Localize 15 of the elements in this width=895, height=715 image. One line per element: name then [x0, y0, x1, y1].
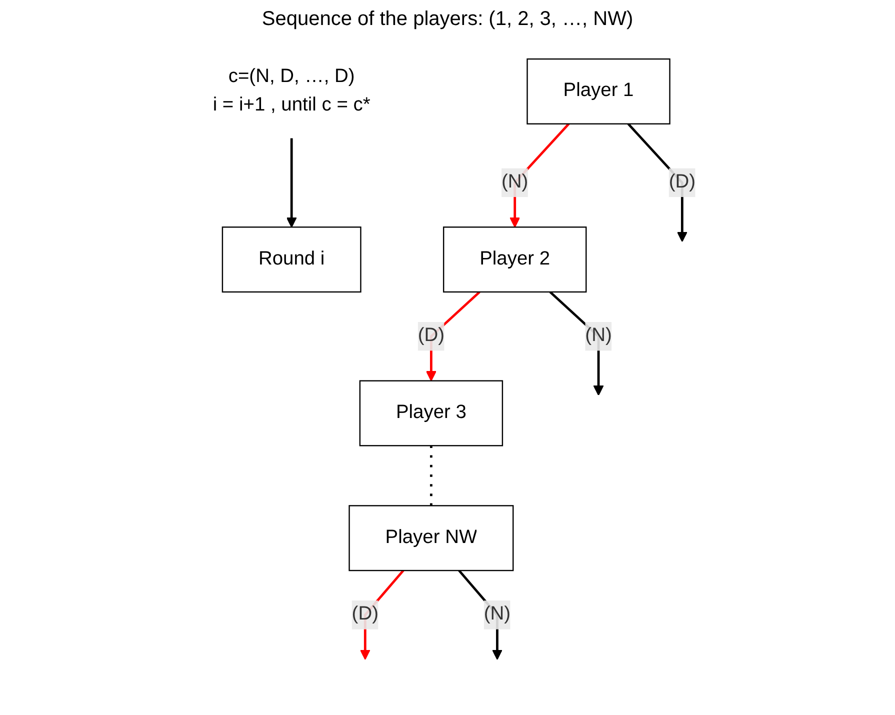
- node-text: c=(N, D, …, D) i = i+1 , until c = c*: [212, 66, 370, 116]
- edge-label: (D): [352, 604, 378, 625]
- arrow: [286, 138, 297, 228]
- node-box: Player NW: [348, 505, 514, 572]
- edge-label: (D): [418, 326, 445, 346]
- node-box: Round i: [222, 226, 362, 293]
- edge-label: (D): [668, 172, 696, 192]
- connector: [430, 446, 432, 506]
- node-box: Player 3: [359, 380, 504, 446]
- node-box: Player 1: [526, 58, 670, 124]
- edge-label: (N): [585, 326, 612, 346]
- edge-label: (N): [484, 604, 511, 625]
- diagram-title: Sequence of the players: (1, 2, 3, …, NW): [260, 8, 634, 31]
- node-box: Player 2: [442, 226, 587, 293]
- edge-label: (N): [502, 172, 528, 192]
